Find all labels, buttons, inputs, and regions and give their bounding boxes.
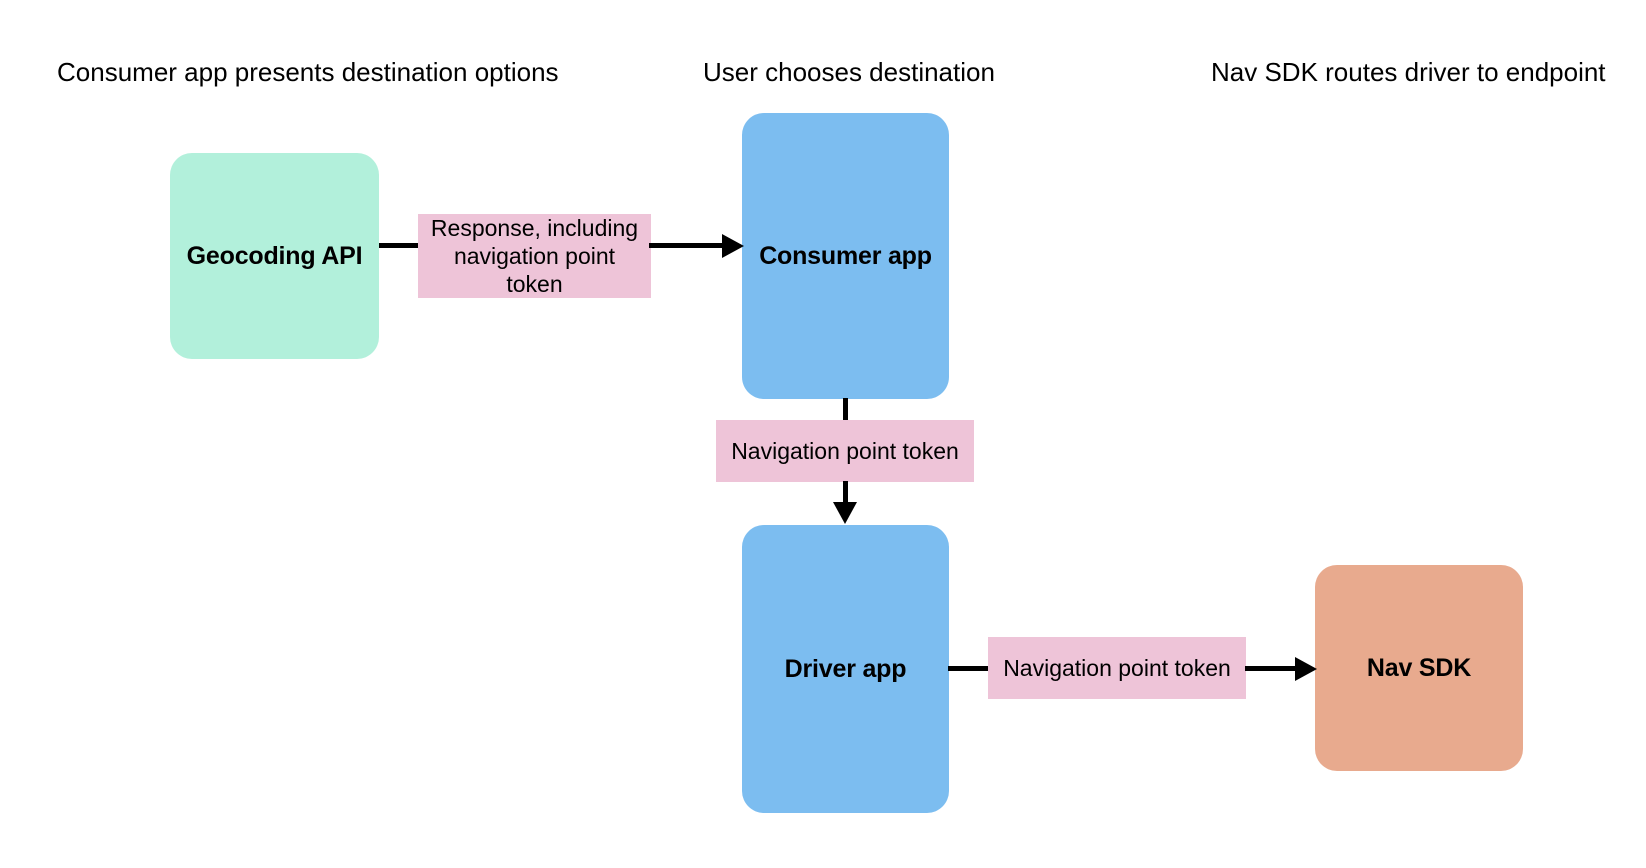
node-nav-sdk-label: Nav SDK <box>1366 654 1472 682</box>
edge-label-navigation-point-token-consumer-driver: Navigation point token <box>716 420 974 482</box>
edge-line-driver-to-label <box>948 666 990 671</box>
arrowhead-right-icon-to-nav-sdk <box>1295 657 1317 681</box>
node-consumer-app[interactable]: Consumer app <box>742 113 949 399</box>
node-geocoding-api[interactable]: Geocoding API <box>170 153 379 359</box>
arrowhead-down-icon-to-driver-app <box>833 502 857 524</box>
edge-label-response-including-navigation-point-token: Response, including navigation point tok… <box>418 214 651 298</box>
edge-line-label-to-consumer <box>649 243 724 248</box>
edge-label-response-text: Response, including navigation point tok… <box>430 215 639 297</box>
edge-label-navigation-point-token-text-2: Navigation point token <box>1003 655 1231 681</box>
node-geocoding-api-label: Geocoding API <box>186 242 363 270</box>
stage-header-nav-sdk-routes: Nav SDK routes driver to endpoint <box>1211 57 1606 87</box>
edge-label-navigation-point-token-text-1: Navigation point token <box>731 438 959 464</box>
edge-line-label-to-nav-sdk <box>1245 666 1297 671</box>
stage-header-consumer-options: Consumer app presents destination option… <box>57 57 559 87</box>
edge-line-consumer-to-label <box>843 398 848 423</box>
edge-line-geocoding-to-label <box>379 243 420 248</box>
node-driver-app[interactable]: Driver app <box>742 525 949 813</box>
stage-header-user-chooses: User chooses destination <box>703 57 995 87</box>
node-consumer-app-label: Consumer app <box>759 242 932 270</box>
edge-label-navigation-point-token-driver-navsdk: Navigation point token <box>988 637 1246 699</box>
edge-line-label-to-driver <box>843 481 848 508</box>
arrowhead-right-icon-to-consumer-app <box>722 234 744 258</box>
node-nav-sdk[interactable]: Nav SDK <box>1315 565 1523 771</box>
node-driver-app-label: Driver app <box>784 655 907 683</box>
